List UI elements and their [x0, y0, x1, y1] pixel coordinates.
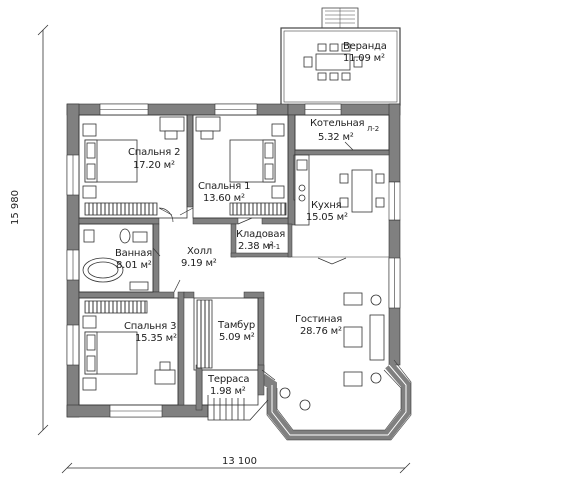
kitchen-table — [339, 169, 385, 213]
room-kitchen-name: Кухня — [311, 200, 342, 211]
bathroom-fixtures — [82, 228, 149, 291]
veranda-table — [303, 43, 363, 81]
kitchen-counter — [294, 154, 310, 226]
room-veranda-area: 11.09 м² — [343, 53, 385, 64]
room-terrace-name: Терраса — [208, 374, 250, 385]
room-pantry-area: 2.38 м² — [238, 241, 274, 252]
room-kitchen-area: 15.05 м² — [306, 212, 348, 223]
dimension-vertical — [37, 24, 49, 436]
room-pantry-tag: Л-1 — [268, 243, 281, 251]
doors — [152, 141, 354, 381]
room-veranda-name: Веранда — [343, 41, 387, 52]
room-vestibule-name: Тамбур — [218, 320, 256, 331]
room-living-name: Гостиная — [295, 314, 343, 325]
room-bedroom3-name: Спальня 3 — [124, 321, 177, 332]
room-bathroom-area: 8.01 м² — [116, 260, 152, 271]
room-terrace-area: 1.98 м² — [210, 386, 246, 397]
room-boiler-tag: Л-2 — [367, 125, 380, 133]
room-bedroom1-name: Спальня 1 — [198, 181, 251, 192]
veranda-outline — [280, 7, 401, 106]
room-boiler-area: 5.32 м² — [318, 132, 354, 143]
interior-walls — [78, 114, 390, 406]
windows — [66, 103, 401, 418]
room-bedroom2-name: Спальня 2 — [128, 147, 181, 158]
room-boiler-name: Котельная — [310, 118, 365, 129]
room-bedroom2-area: 17.20 м² — [133, 160, 175, 171]
dimension-horizontal — [61, 462, 411, 474]
bed-bedroom1 — [229, 123, 285, 199]
wardrobes — [84, 154, 303, 369]
desks — [154, 116, 221, 385]
room-hall-area: 9.19 м² — [181, 258, 217, 269]
room-hall-name: Холл — [187, 246, 212, 257]
room-bathroom-name: Ванная — [115, 248, 153, 259]
bay-window — [259, 359, 412, 441]
room-vestibule-area: 5.09 м² — [219, 332, 255, 343]
dimension-width-label: 13 100 — [222, 456, 257, 467]
bed-bedroom3 — [82, 315, 138, 391]
bed-bedroom2 — [82, 123, 138, 199]
room-pantry-name: Кладовая — [236, 229, 286, 240]
room-bedroom1-area: 13.60 м² — [203, 193, 245, 204]
room-living-area: 28.76 м² — [300, 326, 342, 337]
room-bedroom3-area: 15.35 м² — [135, 333, 177, 344]
living-furniture — [279, 292, 385, 411]
dimension-height-label: 15 980 — [10, 190, 21, 225]
